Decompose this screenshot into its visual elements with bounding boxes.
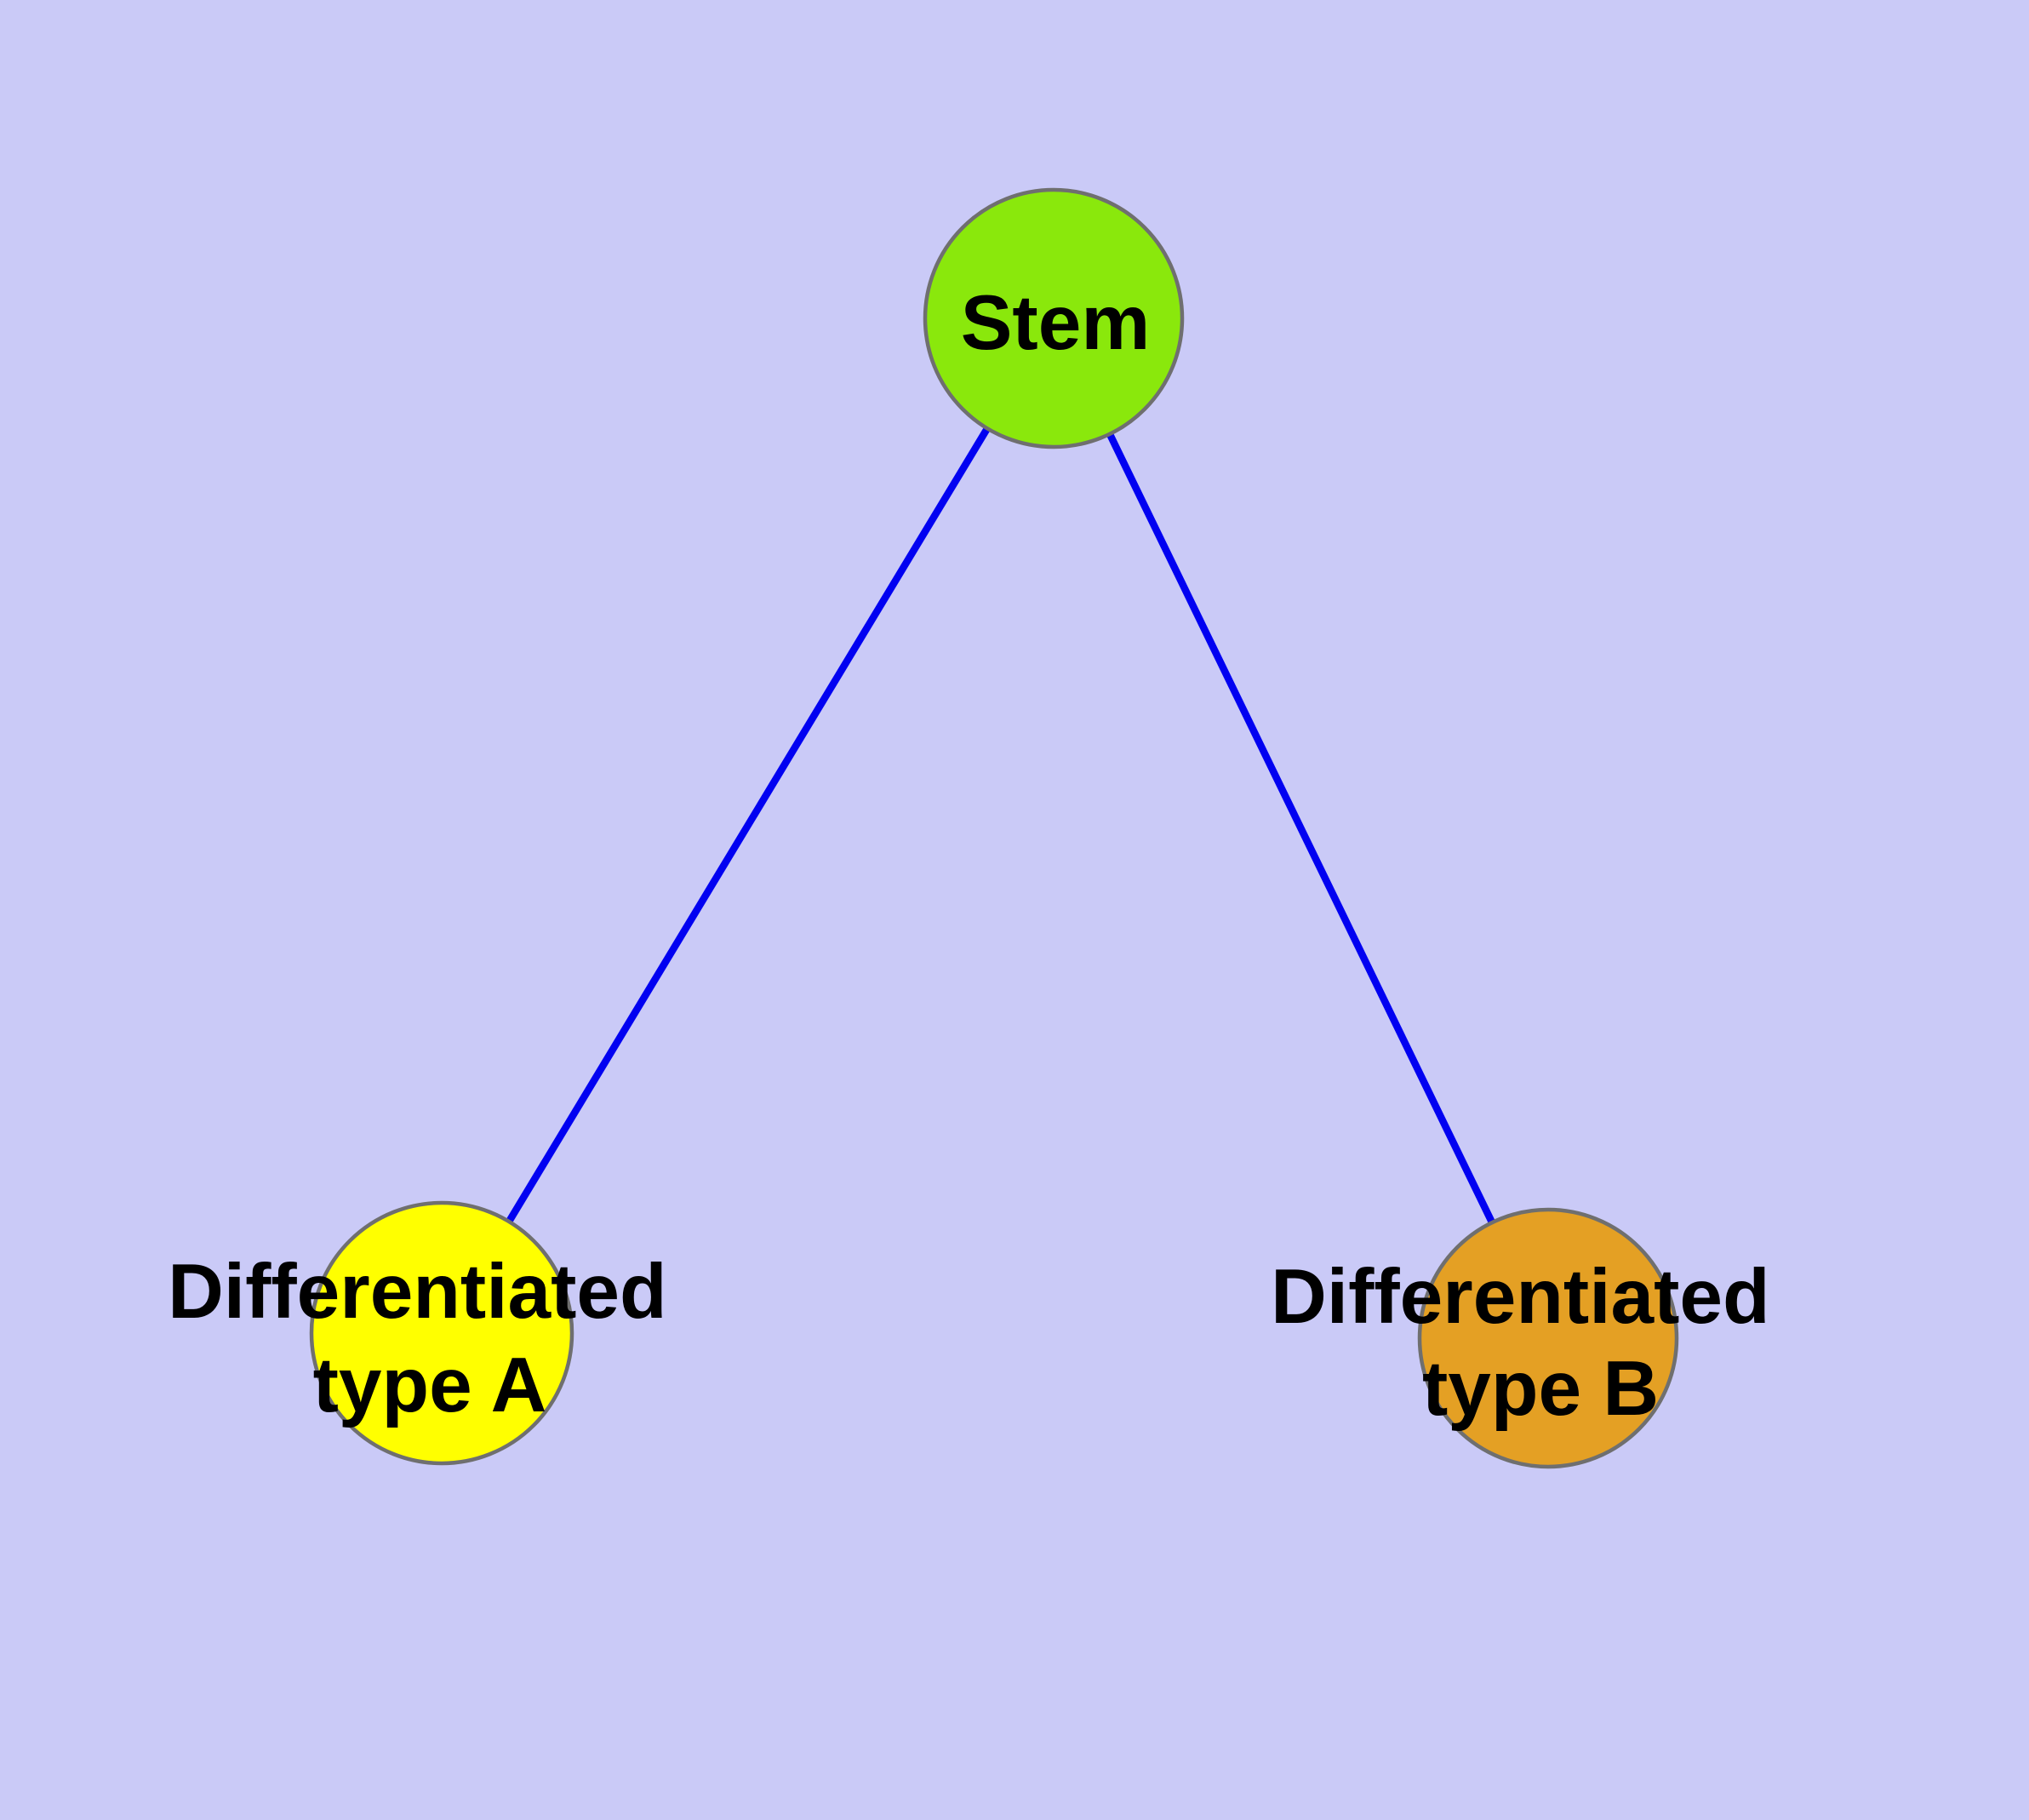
node-type-b <box>1417 1207 1679 1469</box>
node-stem-label: Stem <box>961 280 1151 366</box>
node-type-b-label: Differentiated type B <box>1271 1254 1792 1432</box>
node-type-a-label-line1: Differentiated <box>168 1249 667 1335</box>
node-type-b-label-line1: Differentiated <box>1271 1254 1770 1340</box>
node-type-b-label-line2: type B <box>1422 1346 1659 1432</box>
edge-stem-to-type-b <box>1050 317 1552 1340</box>
edge-stem-to-type-a <box>438 316 1057 1336</box>
node-type-a-label-line2: type A <box>313 1342 547 1428</box>
node-type-a-label: Differentiated type A <box>168 1249 689 1428</box>
node-type-a <box>309 1200 574 1466</box>
node-stem <box>923 187 1185 449</box>
